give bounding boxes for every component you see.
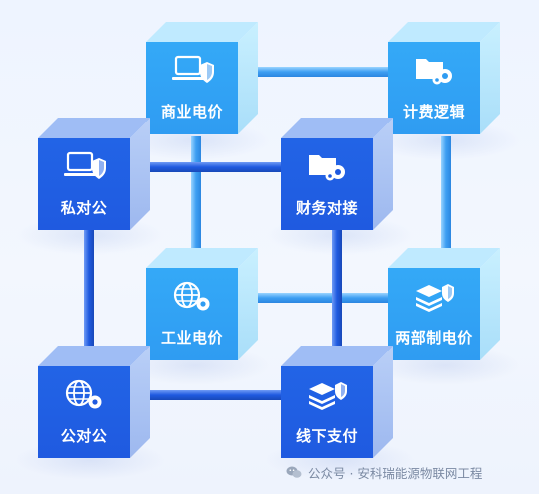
node-offline: 线下支付 <box>281 346 393 458</box>
laptop-shield-icon <box>172 55 214 83</box>
node-label: 公对公 <box>60 427 108 445</box>
stack-shield-icon <box>309 382 347 410</box>
watermark: 公众号 · 安科瑞能源物联网工程 <box>286 462 482 482</box>
pipe-commercial-billing <box>246 67 390 77</box>
node-label: 工业电价 <box>160 329 223 347</box>
folder-gear-icon <box>309 155 345 181</box>
pipe-public-offline <box>138 390 282 400</box>
node-commercial: 商业电价 <box>146 22 258 134</box>
pipe-commercial-industrial <box>191 136 201 268</box>
node-two-part: 两部制电价 <box>388 248 500 360</box>
wechat-icon <box>286 466 302 478</box>
pipe-private-public <box>84 230 94 366</box>
node-billing: 计费逻辑 <box>388 22 500 134</box>
node-label: 两部制电价 <box>395 329 473 347</box>
node-industrial: 工业电价 <box>146 248 258 360</box>
node-public: 公对公 <box>38 346 150 458</box>
watermark-text: 公众号 · 安科瑞能源物联网工程 <box>308 465 483 481</box>
node-label: 商业电价 <box>160 103 223 121</box>
folder-gear-icon <box>416 59 452 85</box>
node-label: 计费逻辑 <box>402 103 465 121</box>
pipe-finance-offline <box>332 230 342 366</box>
stack-shield-icon <box>416 284 454 312</box>
laptop-shield-icon <box>64 151 106 179</box>
pipe-industrial-twopart <box>246 293 390 303</box>
globe-gear-icon <box>65 379 102 409</box>
node-private: 私对公 <box>38 118 150 230</box>
globe-gear-icon <box>173 281 210 311</box>
node-label: 线下支付 <box>295 427 358 445</box>
pipe-private-finance <box>138 162 282 172</box>
node-label: 私对公 <box>60 199 108 217</box>
pipe-billing-twopart <box>441 136 451 268</box>
node-label: 财务对接 <box>295 199 358 217</box>
node-finance: 财务对接 <box>281 118 393 230</box>
